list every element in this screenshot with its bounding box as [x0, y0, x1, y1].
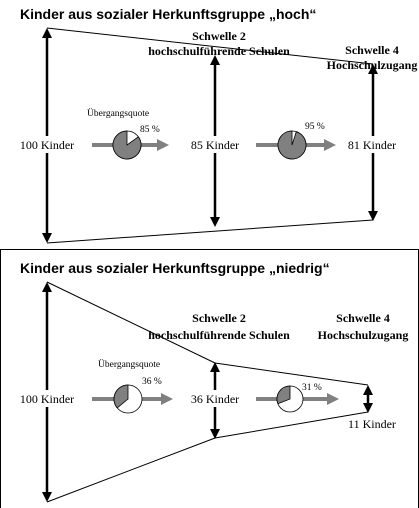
threshold2-subtitle: hochschulführende Schulen — [148, 328, 290, 342]
rate2-label: 31 % — [302, 383, 322, 393]
rate1-label: 85 % — [140, 125, 160, 135]
rate1-pie — [112, 130, 142, 160]
threshold4-title: Schwelle 4 — [345, 43, 399, 57]
stage0-label: 100 Kinder — [20, 138, 74, 152]
funnel-top-edge-1 — [46, 281, 216, 364]
threshold2-title: Schwelle 2 — [192, 311, 246, 325]
threshold4-subtitle: Hochschulzugang — [327, 58, 418, 72]
stage0-label-bg — [17, 136, 77, 153]
rate-label: Übergangsquote — [98, 358, 160, 370]
rate1-label: 36 % — [142, 377, 162, 387]
panel-title: Kinder aus sozialer Herkunftsgruppe „nie… — [20, 260, 330, 276]
stage2-label: 81 Kinder — [348, 138, 396, 152]
stage1-label: 36 Kinder — [191, 392, 239, 406]
stage1-label-bg — [187, 136, 244, 153]
pie-slice — [276, 385, 291, 405]
panel-hoch: Kinder aus sozialer Herkunftsgruppe „hoc… — [17, 6, 418, 244]
rate-label: Übergangsquote — [87, 107, 149, 119]
funnel-bottom-edge-1 — [46, 437, 216, 503]
funnel-bottom-edge — [46, 219, 374, 244]
rate1-pie — [113, 384, 143, 414]
panel-niedrig: Kinder aus sozialer Herkunftsgruppe „nie… — [17, 260, 409, 503]
funnel-top-edge-2 — [214, 362, 369, 386]
rate2-label: 95 % — [305, 122, 325, 132]
pie-slice — [112, 130, 142, 160]
threshold2-subtitle: hochschulführende Schulen — [148, 44, 290, 58]
threshold2-title: Schwelle 2 — [192, 29, 246, 43]
funnel-bottom-edge-2 — [214, 411, 369, 439]
funnel-top-edge — [46, 27, 374, 65]
rate2-pie — [276, 385, 304, 413]
stage0-label-bg — [17, 390, 77, 407]
pie-slice — [113, 384, 129, 409]
panel-title: Kinder aus sozialer Herkunftsgruppe „hoc… — [20, 6, 316, 22]
stage1-label-bg — [187, 390, 244, 407]
stage0-label: 100 Kinder — [20, 392, 74, 406]
threshold4-subtitle: Hochschulzugang — [318, 328, 409, 342]
stage1-label: 85 Kinder — [191, 138, 239, 152]
pie-slice — [277, 130, 307, 160]
stage2-label: 11 Kinder — [348, 417, 396, 431]
stage2-label-bg — [344, 136, 401, 153]
threshold4-title: Schwelle 4 — [336, 311, 390, 325]
rate2-pie — [277, 130, 307, 160]
